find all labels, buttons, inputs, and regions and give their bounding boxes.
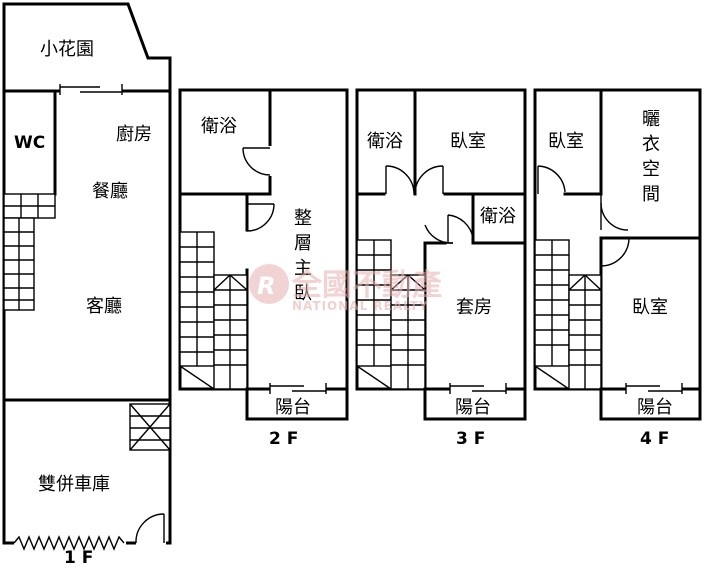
svg-text:R: R	[257, 272, 275, 300]
room-kitchen: 廚房	[116, 123, 152, 145]
room-wc: WC	[14, 133, 45, 153]
balcony-3f-sliding-door	[449, 383, 507, 394]
floor-2-label: 2 F	[269, 429, 298, 449]
room-living: 客廳	[86, 296, 122, 317]
room-laundry-4: 間	[642, 184, 660, 205]
floor-3-outline	[355, 88, 527, 421]
bath2-3f-door	[447, 214, 474, 243]
room-bath1-3f: 衛浴	[367, 131, 403, 152]
bedroom1-4f-door	[537, 165, 566, 194]
master-door	[246, 203, 275, 232]
floor-3: 衛浴 臥室 衛浴 套房 陽台 3 F	[355, 88, 527, 449]
stairs-3f	[356, 239, 426, 390]
room-dining: 餐廳	[92, 181, 128, 202]
bath-3f-door	[385, 165, 415, 195]
stairs-1f	[3, 193, 56, 311]
room-bedroom2-4f: 臥室	[632, 297, 668, 318]
watermark-logo-icon: R	[249, 264, 289, 304]
room-master-1: 整	[294, 208, 312, 229]
bedroom2-4f-door	[600, 237, 630, 267]
bedroom-3f-door	[414, 165, 444, 195]
watermark-subtext: NATIONAL REALTY	[292, 299, 429, 313]
balcony-4f-sliding-door	[625, 383, 683, 394]
floor-4-label: 4 F	[640, 429, 669, 449]
garden-sliding-door	[59, 84, 123, 95]
room-master-4: 臥	[294, 283, 312, 304]
garage-side-door	[135, 513, 166, 547]
suite-door	[424, 224, 454, 244]
balcony-2f-sliding-door	[269, 383, 327, 394]
room-bath2-3f: 衛浴	[480, 206, 516, 227]
floor-1-outline	[2, 2, 172, 545]
room-bedroom-3f: 臥室	[450, 131, 486, 152]
garage-door	[13, 535, 126, 551]
stairs-garage	[129, 403, 171, 451]
room-bedroom1-4f: 臥室	[548, 131, 584, 152]
laundry-door	[600, 176, 629, 231]
floor-1-label: 1 F	[64, 548, 93, 568]
floor-3-label: 3 F	[456, 429, 485, 449]
room-balcony-4f: 陽台	[637, 397, 673, 418]
floor-2-outline	[178, 88, 349, 421]
room-laundry-2: 衣	[642, 134, 660, 155]
room-garden: 小花園	[40, 39, 94, 60]
bath2-3f-wall	[471, 192, 527, 245]
room-garage: 雙併車庫	[38, 474, 110, 495]
bath-2f-wall	[178, 88, 272, 196]
stairs-2f	[179, 231, 248, 390]
floor-4: 臥室 曬 衣 空 間 臥室 陽台 4 F	[533, 88, 702, 449]
room-master-2: 層	[294, 233, 312, 254]
floor-4-outline	[533, 88, 702, 421]
stairs-4f	[534, 239, 602, 390]
bath-2f-door	[242, 146, 273, 176]
room-laundry-1: 曬	[642, 109, 660, 130]
room-suite-3f: 套房	[456, 297, 492, 318]
watermark: R 全國不動產 NATIONAL REALTY	[249, 264, 442, 313]
room-master-3: 主	[294, 258, 312, 279]
room-balcony-3f: 陽台	[455, 397, 491, 418]
room-bath-2f: 衛浴	[201, 116, 237, 137]
floor-1: 小花園 WC 廚房 餐廳 客廳 雙併車庫 1 F	[2, 2, 172, 568]
watermark-text: 全國不動產	[291, 268, 442, 303]
floor-2: 衛浴 整 層 主 臥 陽台 2 F	[178, 88, 349, 449]
room-laundry-3: 空	[642, 159, 660, 180]
room-balcony-2f: 陽台	[275, 397, 311, 418]
